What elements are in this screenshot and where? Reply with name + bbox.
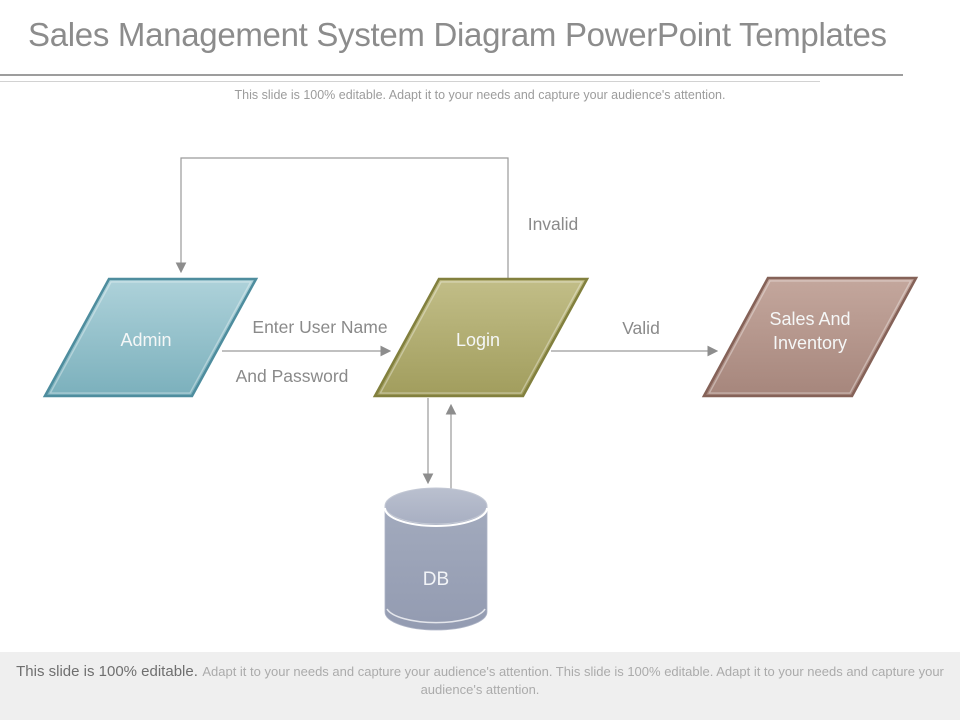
db-cylinder-rim-highlight xyxy=(384,507,488,527)
label-and-password: And Password xyxy=(236,366,349,386)
footer: This slide is 100% editable. Adapt it to… xyxy=(0,652,960,720)
label-valid: Valid xyxy=(622,318,660,338)
node-db[interactable]: DB xyxy=(384,487,488,631)
header-subtitle: This slide is 100% editable. Adapt it to… xyxy=(234,88,726,102)
node-sales-label-line2: Inventory xyxy=(773,333,847,353)
connector-invalid-loop xyxy=(175,157,509,282)
db-cylinder-top xyxy=(384,487,488,525)
node-db-label: DB xyxy=(423,569,449,590)
label-invalid: Invalid xyxy=(528,214,579,234)
footer-rest-text: Adapt it to your needs and capture your … xyxy=(202,664,944,697)
header-rule-dark xyxy=(0,74,903,76)
db-cylinder-bottom-highlight xyxy=(386,608,486,624)
node-login[interactable]: Login xyxy=(372,277,590,398)
node-sales-label-line1: Sales And xyxy=(769,309,850,329)
footer-lead-text: This slide is 100% editable. xyxy=(16,663,198,680)
node-admin[interactable]: Admin xyxy=(42,277,259,398)
node-login-label: Login xyxy=(456,330,500,350)
label-enter-user-name: Enter User Name xyxy=(252,317,387,337)
db-cylinder-body xyxy=(384,505,488,631)
page-title: Sales Management System Diagram PowerPoi… xyxy=(28,16,887,53)
node-admin-label: Admin xyxy=(120,330,171,350)
header-rule-light xyxy=(0,81,820,82)
node-sales-inventory[interactable]: Sales And Inventory xyxy=(701,276,919,398)
